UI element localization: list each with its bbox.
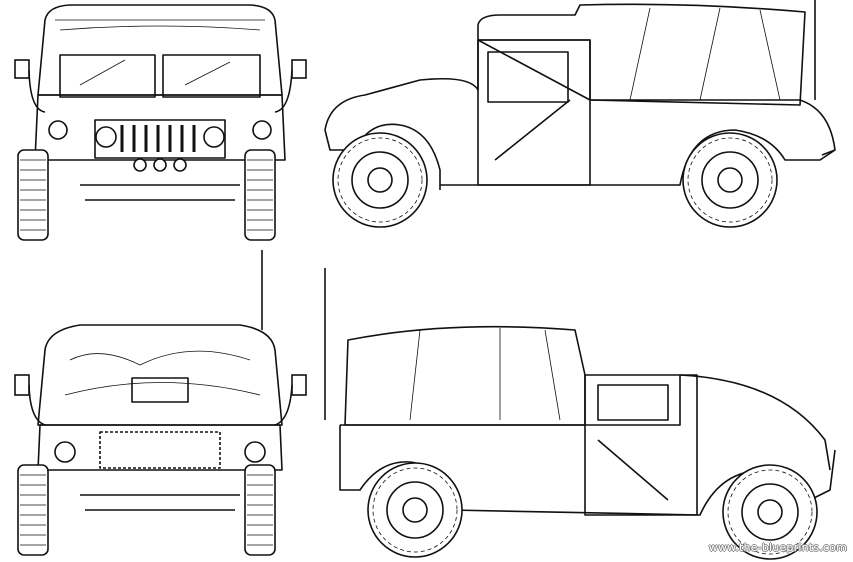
watermark: www.the-blueprints.com — [708, 541, 847, 554]
front-view — [14, 4, 307, 241]
right-side-view — [324, 268, 836, 560]
rear-view — [14, 250, 307, 556]
left-side-view — [324, 0, 836, 228]
